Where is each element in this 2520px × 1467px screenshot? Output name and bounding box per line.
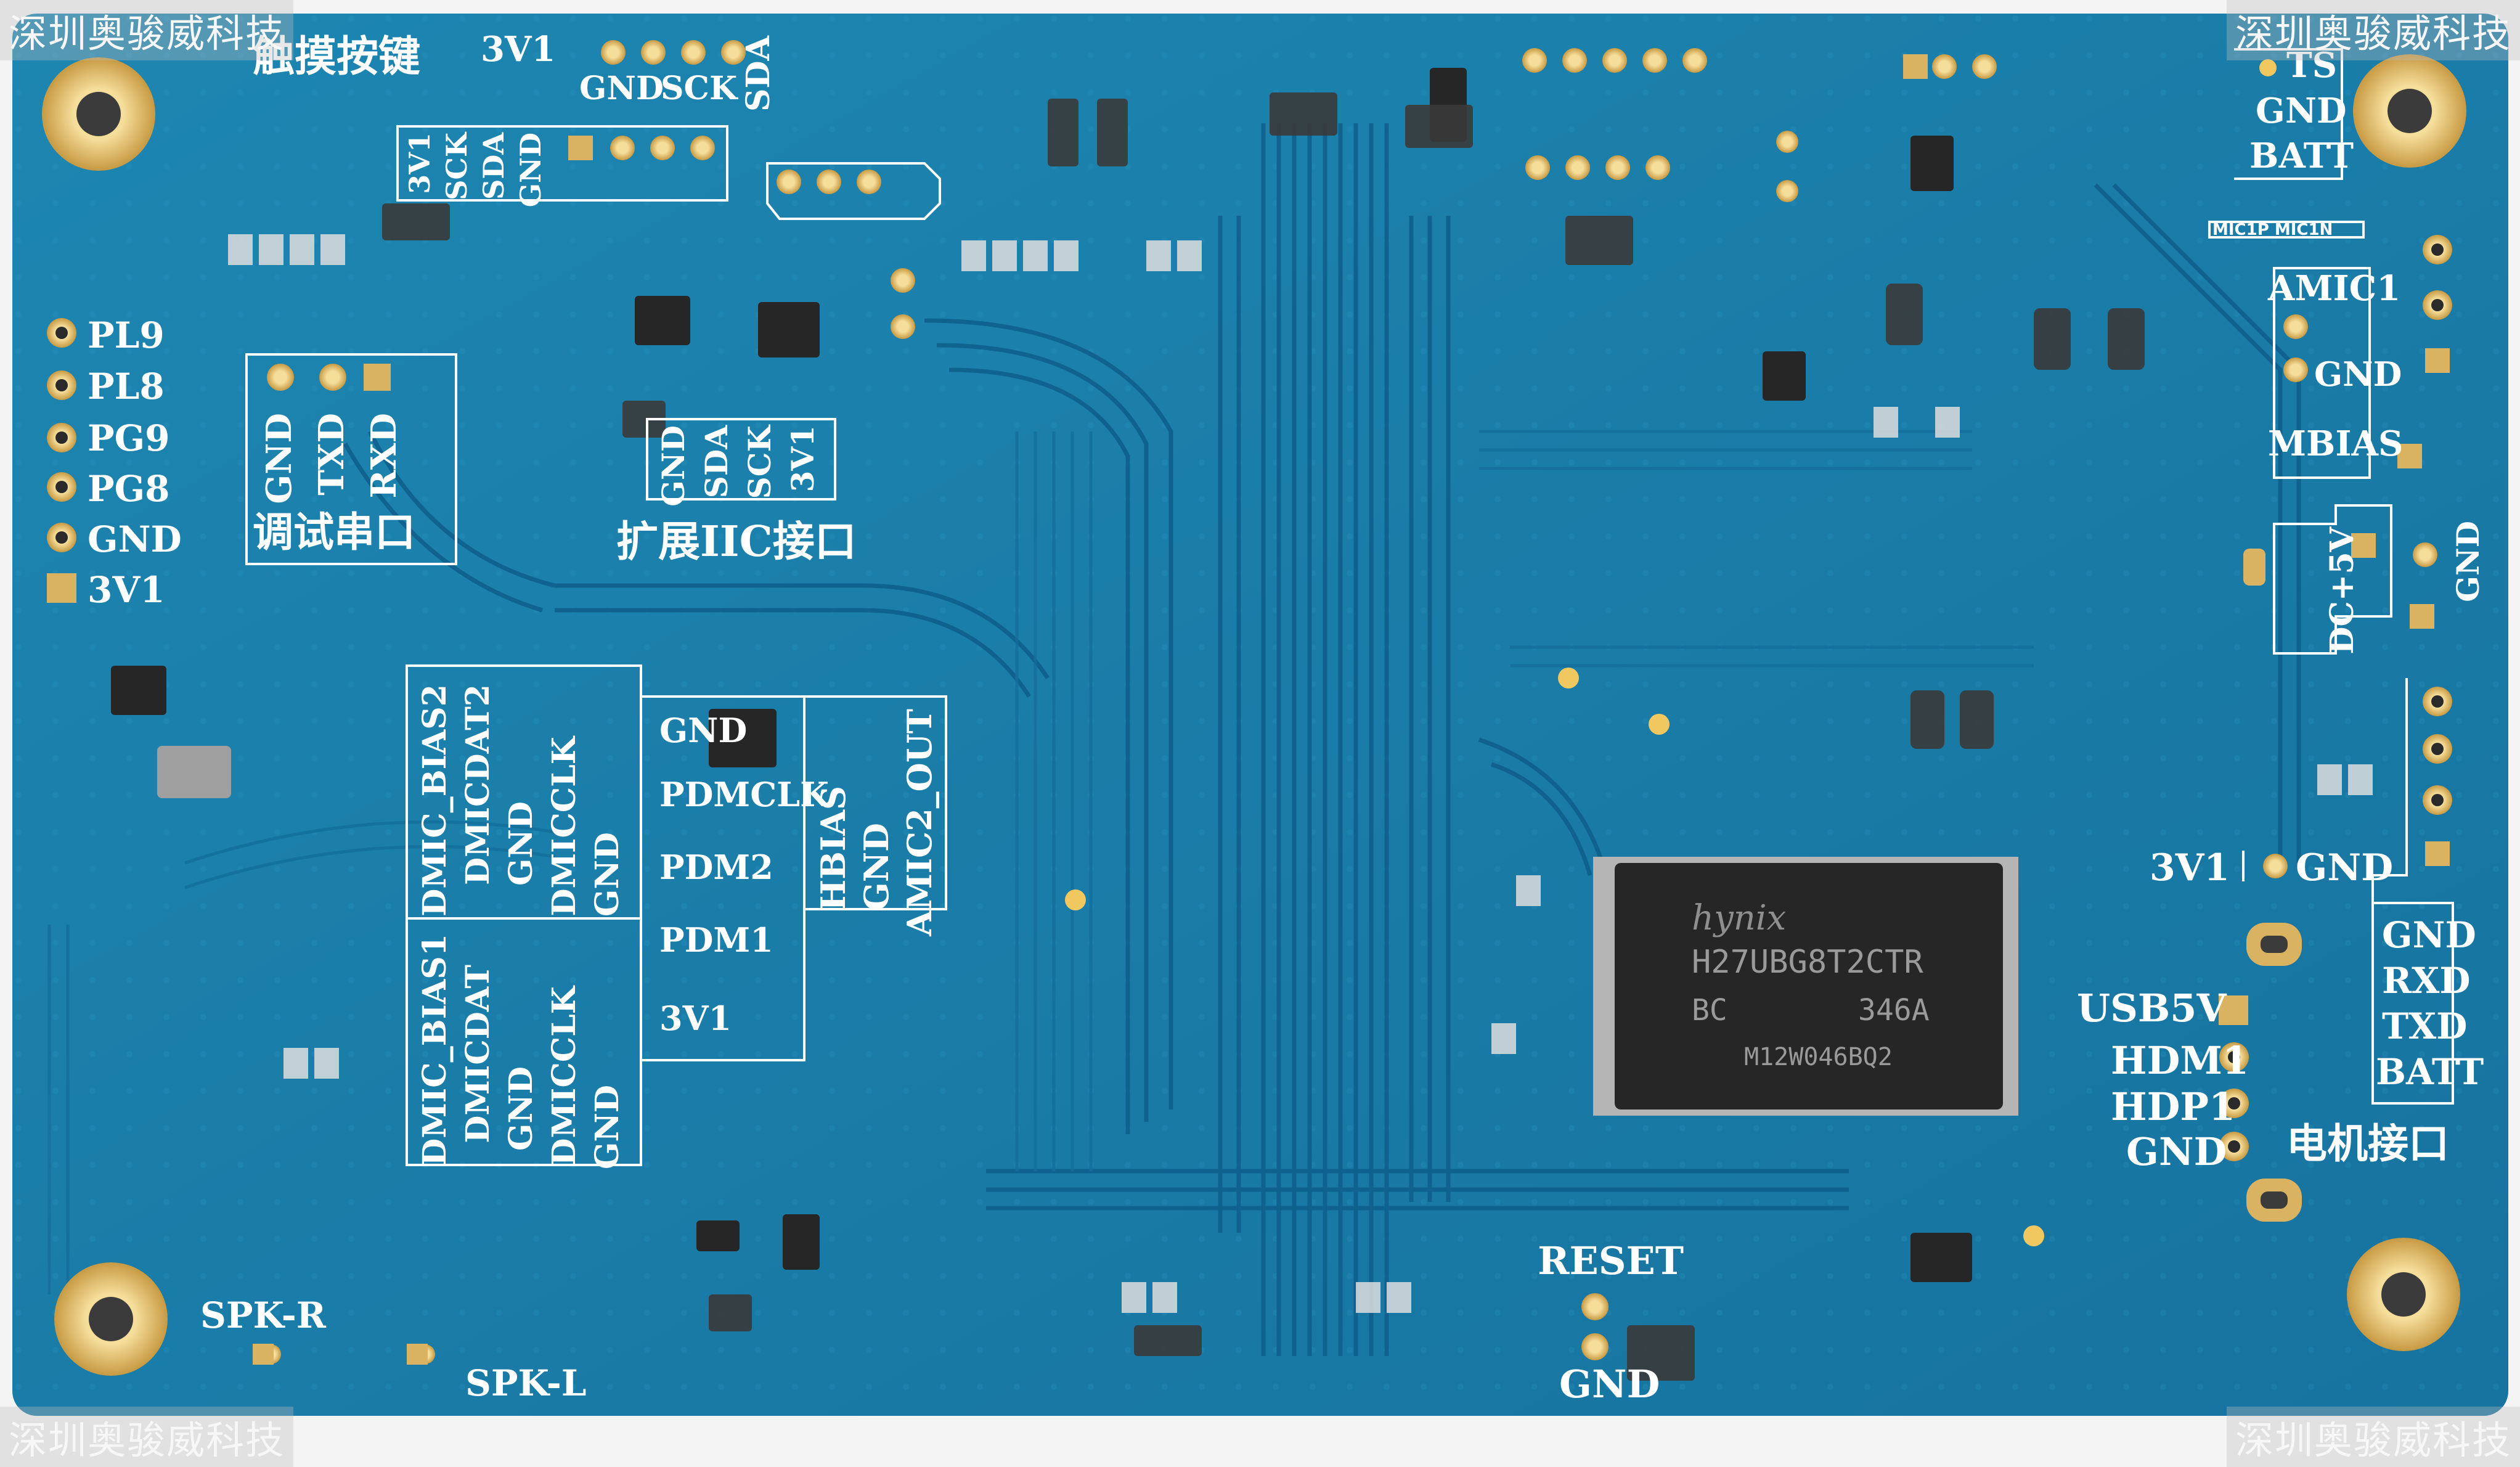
- mounting-hole-top-right: [2353, 54, 2466, 168]
- debug-label-txd: TXD: [311, 413, 352, 496]
- uart-label-rxd: RXD: [2382, 960, 2471, 1002]
- iic-label-sda: SDA: [698, 425, 735, 499]
- label-amic1-gnd: GND: [2314, 354, 2402, 394]
- chip-part-number: H27UBG8T2CTR: [1692, 944, 1923, 981]
- i2c-label-sck: SCK: [440, 133, 473, 200]
- label-batt-top: BATT: [2249, 136, 2354, 176]
- dmic1-label-gnd2: GND: [589, 1085, 626, 1170]
- label-iic-expansion: 扩展IIC接口: [616, 517, 857, 566]
- amic2-label-gnd: GND: [857, 823, 896, 911]
- pdm-label-pdm1: PDM1: [659, 920, 773, 960]
- label-spk-r: SPK-R: [200, 1294, 326, 1336]
- watermark-bottom-left: 深圳奥骏威科技: [0, 1407, 294, 1467]
- pin-label-gnd: GND: [88, 518, 182, 560]
- passive-components: [382, 92, 2145, 1381]
- label-bottom-gnd: GND: [1559, 1362, 1660, 1407]
- dmic2-label-dat: DMICDAT2: [459, 684, 497, 885]
- pdm-label-gnd: GND: [659, 711, 748, 750]
- pin-label-pg9: PG9: [88, 417, 170, 459]
- label-debug-serial: 调试串口: [253, 508, 415, 556]
- label-motor-interface: 电机接口: [2286, 1119, 2449, 1167]
- dmic1-label-dat: DMICDAT: [459, 965, 497, 1143]
- label-top-3v1: 3V1: [481, 29, 556, 70]
- amic2-label-hbias: HBIAS: [813, 786, 853, 911]
- debug-label-gnd: GND: [259, 413, 300, 504]
- silkscreen-outlines: [245, 48, 2454, 1166]
- dmic1-label-clk: DMICCLK: [545, 986, 583, 1166]
- pdm-label-pdmclk: PDMCLK: [659, 775, 830, 814]
- label-right-3v1: 3V1: [2150, 846, 2230, 889]
- pin-label-pl9: PL9: [88, 314, 165, 356]
- label-usb5v: USB5V: [2077, 986, 2227, 1031]
- label-reset: RESET: [1538, 1238, 1684, 1283]
- label-hdp1: HDP1: [2111, 1084, 2236, 1129]
- dmic2-label-gnd: GND: [502, 801, 540, 886]
- label-amic1: AMIC1: [2268, 268, 2401, 309]
- amic2-label-out: AMIC2_OUT: [900, 709, 939, 936]
- label-top-sck: SCK: [661, 70, 738, 107]
- iic-label-sck: SCK: [741, 425, 778, 499]
- chip-brand: hynix: [1692, 898, 1787, 938]
- i2c-label-sda: SDA: [477, 133, 510, 200]
- label-top-sda: SDA: [740, 36, 777, 112]
- chip-code-2: 346A: [1858, 993, 1930, 1028]
- label-dc5v: DC+5V: [2323, 527, 2361, 655]
- i2c-label-3v1: 3V1: [403, 133, 436, 194]
- label-right-gnd: GND: [2450, 521, 2486, 602]
- label-hdm1: HDM1: [2111, 1038, 2249, 1083]
- label-spk-l: SPK-L: [465, 1362, 587, 1404]
- pdm-label-pdm2: PDM2: [659, 848, 773, 887]
- label-right-gnd-top: GND: [2256, 91, 2347, 131]
- label-top-gnd: GND: [579, 70, 664, 107]
- uart-label-txd: TXD: [2382, 1005, 2468, 1047]
- pin-label-pl8: PL8: [88, 366, 165, 407]
- pin-label-3v1: 3V1: [88, 569, 165, 611]
- label-mic-pins: MIC1P MIC1N: [2212, 221, 2333, 239]
- nand-flash-chip: [1593, 857, 2018, 1116]
- iic-label-gnd: GND: [655, 425, 691, 507]
- watermark-top-left: 深圳奥骏威科技: [0, 0, 294, 60]
- dmic2-label-clk: DMICCLK: [545, 737, 583, 917]
- label-touch-keys: 触摸按键: [253, 32, 421, 81]
- debug-label-rxd: RXD: [364, 413, 404, 499]
- chip-code-1: BC: [1692, 993, 1727, 1028]
- watermark-bottom-right: 深圳奥骏威科技: [2226, 1407, 2520, 1467]
- smd-resistors: [228, 234, 2373, 1313]
- mounting-hole-top-left: [42, 57, 155, 171]
- iic-label-3v1: 3V1: [785, 425, 821, 492]
- uart-label-batt: BATT: [2376, 1051, 2484, 1093]
- chip-lot-code: M12W046BQ2: [1744, 1043, 1893, 1071]
- label-right-gnd2: GND: [2296, 846, 2394, 889]
- mounting-hole-bottom-right: [2347, 1238, 2460, 1351]
- label-usb-gnd: GND: [2126, 1129, 2227, 1174]
- pin-label-pg8: PG8: [88, 468, 170, 510]
- watermark-top-right: 深圳奥骏威科技: [2226, 0, 2520, 60]
- trace-bundle-center: [343, 123, 2301, 1356]
- i2c-label-gnd: GND: [514, 133, 547, 208]
- dmic1-label-bias: DMIC_BIAS1: [416, 934, 454, 1166]
- dmic1-label-gnd: GND: [502, 1066, 540, 1151]
- test-points: [1065, 59, 2277, 1246]
- dmic2-label-gnd2: GND: [589, 832, 626, 917]
- mounting-hole-bottom-left: [54, 1262, 168, 1376]
- uart-label-gnd: GND: [2382, 914, 2476, 956]
- dmic2-label-bias: DMIC_BIAS2: [416, 684, 454, 917]
- label-mbias: MBIAS: [2268, 423, 2404, 464]
- pin-headers: [47, 40, 2452, 1365]
- pdm-label-3v1: 3V1: [659, 999, 732, 1038]
- small-ics: [111, 68, 1972, 1282]
- label-ts: TS: [2286, 45, 2338, 86]
